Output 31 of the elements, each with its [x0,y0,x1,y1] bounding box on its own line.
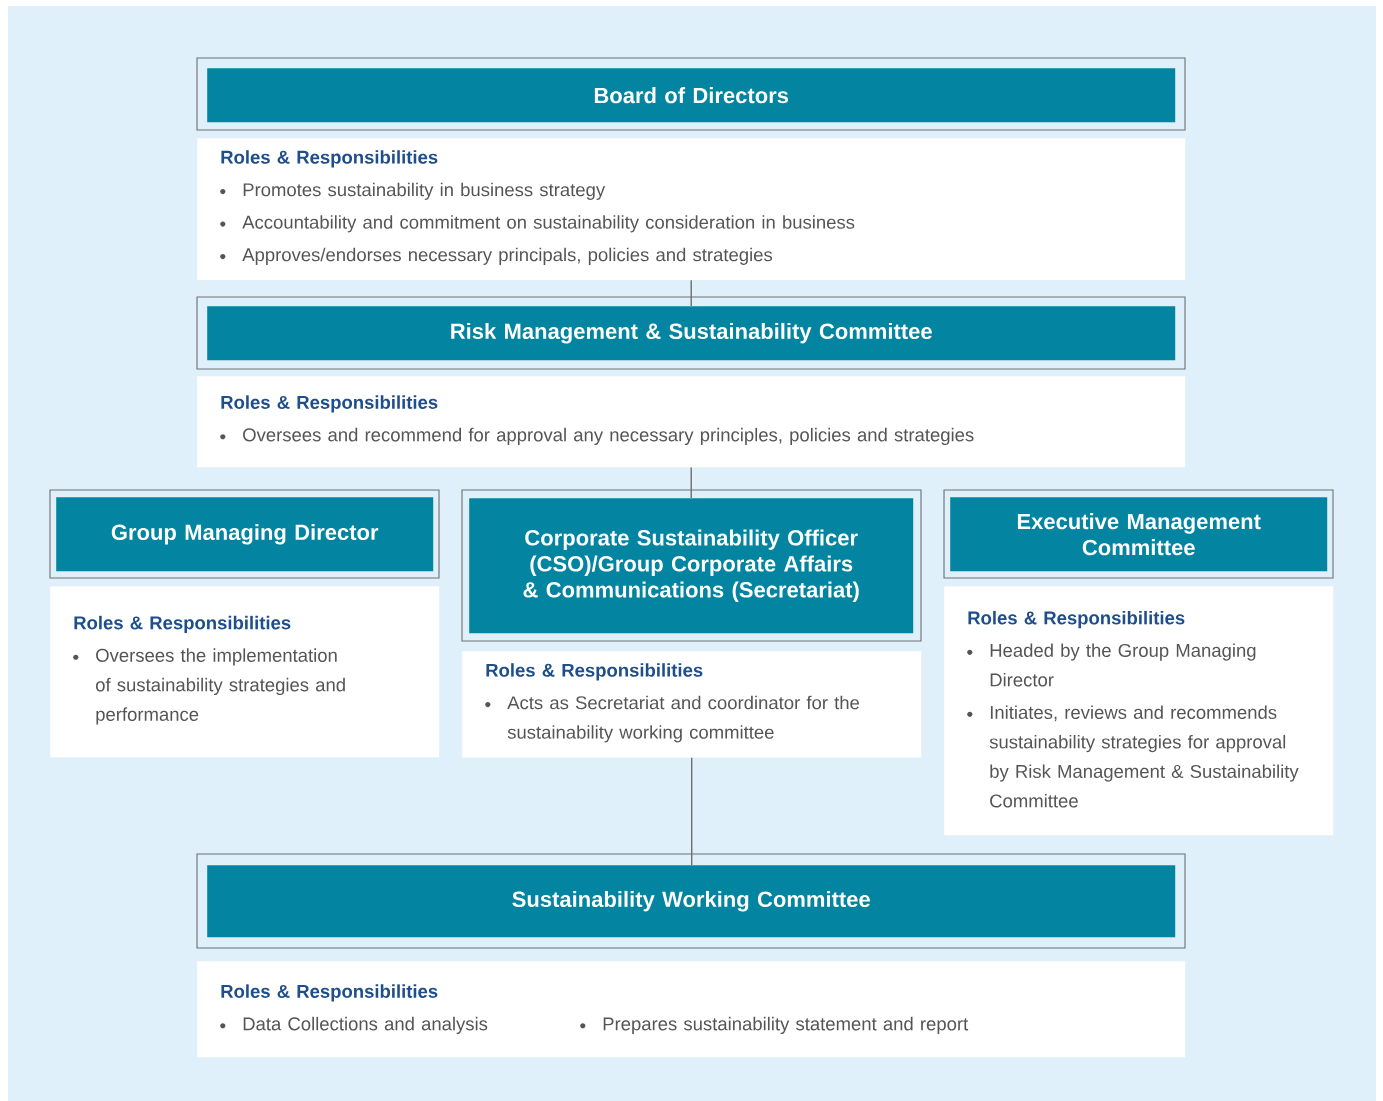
bullet-item: Initiates, reviews and recommends sustainability strategies for approval by Risk Management & Sustainability Committee [967,705,1299,808]
bullet-item: Accountability and commitment on sustainability consideration in business [220,215,855,233]
connector-line [690,279,692,307]
panel-heading: Roles & Responsibilities [221,984,438,1002]
roles-panel [944,586,1334,836]
connector-line [691,756,693,866]
roles-panel [197,138,1186,280]
panel-heading: Roles & Responsibilities [74,615,291,634]
connector-line [690,466,692,499]
header-box: Executive Management Committee [943,489,1334,579]
bullet-item: Prepares sustainability statement and report [580,1016,969,1035]
roles-panel [197,961,1186,1058]
header-box: Group Managing Director [49,489,440,579]
panel-heading: Roles & Responsibilities [968,610,1185,629]
header-box: Risk Management & Sustainability Committee [196,296,1186,370]
bullet-item: Acts as Secretariat and coordinator for the sustainability working committee [485,695,860,743]
bullet-item: Oversees the implementation of sustainability strategies and performance [73,648,345,725]
bullet-item: Promotes sustainability in business strategy [220,182,606,200]
bullet-item: Oversees and recommend for approval any necessary principles, policies and strategies [220,427,974,446]
bullet-item: Data Collections and analysis [220,1016,488,1035]
roles-panel [462,651,922,758]
panel-heading: Roles & Responsibilities [486,663,703,681]
header-box: Corporate Sustainability Officer (CSO)/Group Corporate Affairs & Communications (Secretariat) [461,489,922,642]
panel-heading: Roles & Responsibilities [221,150,438,168]
roles-panel [197,376,1186,468]
roles-panel [50,586,440,758]
panel-heading: Roles & Responsibilities [221,395,438,413]
header-box: Board of Directors [196,57,1186,131]
header-box: Sustainability Working Committee [196,853,1186,949]
bullet-item: Approves/endorses necessary principals, policies and strategies [220,247,773,265]
bullet-item: Headed by the Group Managing Director [967,643,1256,687]
